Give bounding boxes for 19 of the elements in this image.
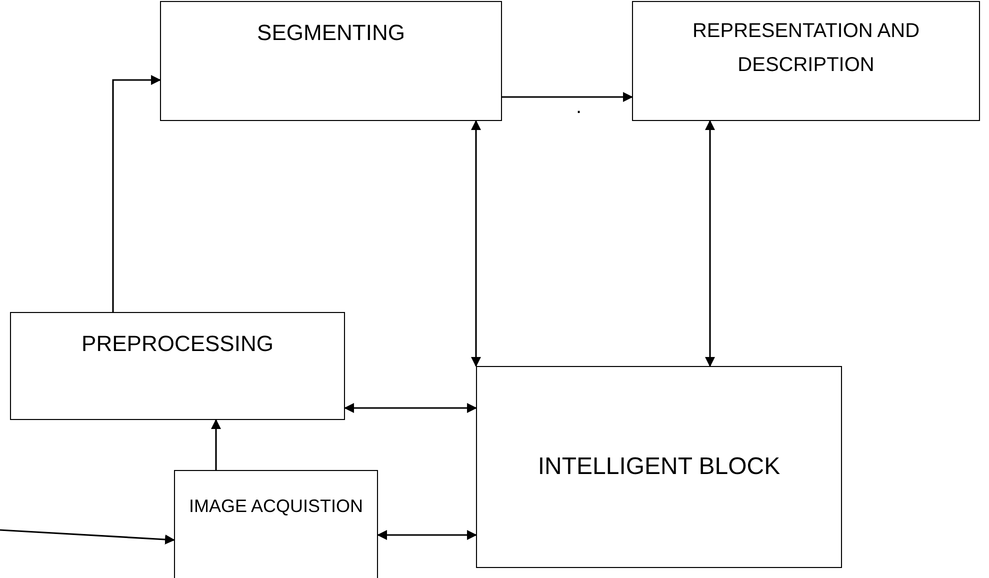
arrow — [112, 75, 161, 312]
arrow — [502, 92, 633, 102]
box-label: SEGMENTING — [256, 19, 406, 47]
process-box — [632, 1, 980, 121]
arrow — [471, 120, 481, 367]
box-label: IMAGE ACQUISTION — [188, 495, 364, 518]
box-label: PREPROCESSING — [80, 330, 274, 358]
arrow — [344, 403, 477, 413]
process-box — [10, 312, 345, 420]
box-label: INTELLIGENT BLOCK — [536, 452, 782, 482]
process-box — [160, 1, 502, 121]
arrow — [377, 530, 477, 540]
process-box — [174, 470, 378, 578]
arrow — [705, 120, 715, 367]
dot-mark: . — [576, 95, 582, 120]
arrow — [0, 529, 175, 544]
box-label: REPRESENTATION AND DESCRIPTION — [691, 19, 921, 78]
arrow — [211, 419, 221, 470]
process-box — [476, 366, 842, 568]
